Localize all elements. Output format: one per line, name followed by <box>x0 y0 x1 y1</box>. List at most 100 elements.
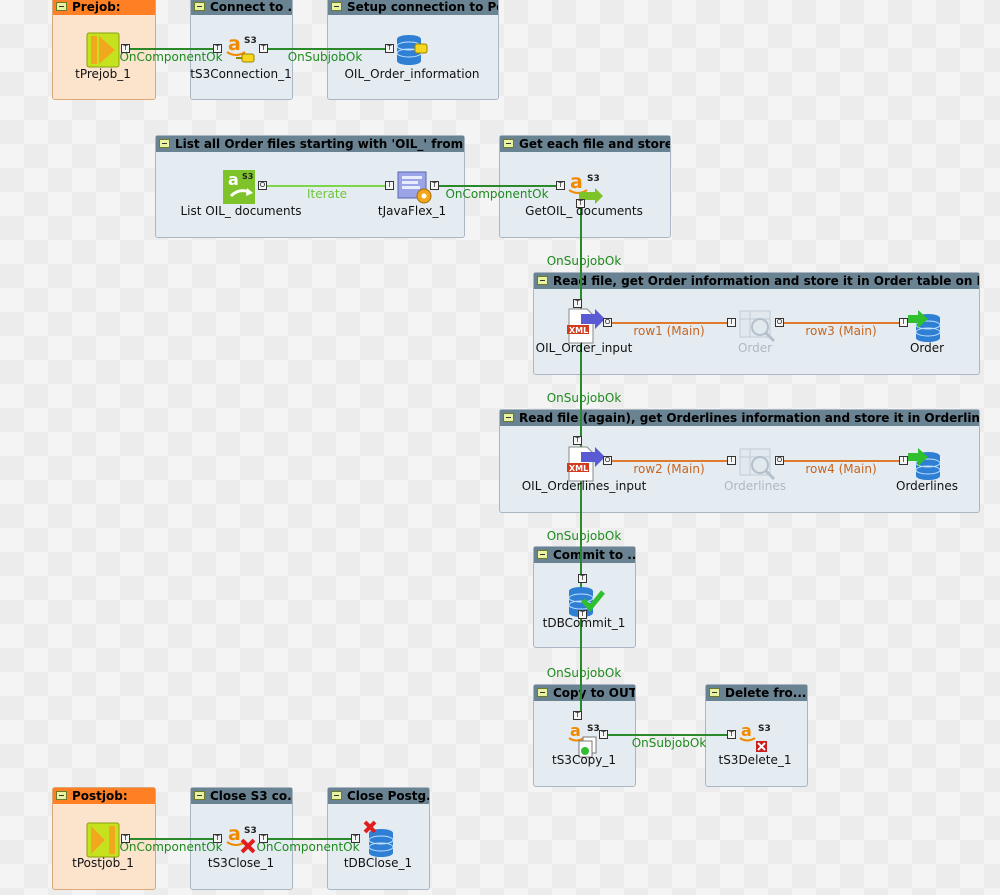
trigger-port[interactable]: T <box>573 299 582 308</box>
orderlines-map-component[interactable] <box>736 443 780 487</box>
s3-connection-icon: a S3 <box>226 33 257 63</box>
link-label-row2[interactable]: row2 (Main) <box>633 462 705 476</box>
collapse-icon[interactable] <box>537 276 548 285</box>
trigger-port[interactable]: T <box>727 730 736 739</box>
list-oil-documents-component[interactable]: a S3 <box>219 166 263 210</box>
postjob-label: tPostjob_1 <box>72 856 134 870</box>
subjob-connect-s3-header[interactable]: Connect to ... <box>191 0 292 15</box>
s3-copy-component[interactable]: a S3 <box>565 717 609 761</box>
main-input-port[interactable]: I <box>727 318 736 327</box>
trigger-port[interactable]: T <box>430 181 439 190</box>
trigger-port[interactable]: T <box>259 834 268 843</box>
link-label-copy-subjobok[interactable]: OnSubjobOk <box>631 736 707 750</box>
iterate-output-port[interactable]: O <box>258 181 267 190</box>
collapse-icon[interactable] <box>56 791 67 800</box>
svg-text:S3: S3 <box>244 36 257 46</box>
order-map-label: Order <box>737 341 773 355</box>
main-input-port[interactable]: I <box>899 318 908 327</box>
subjob-close-pg-header[interactable]: Close Postg... <box>328 788 429 804</box>
link-label-prejob-componentok[interactable]: OnComponentOk <box>119 50 223 64</box>
subjob-read-orderlines-header[interactable]: Read file (again), get Orderlines inform… <box>500 410 979 426</box>
oil-orderlines-input-label: OIL_Orderlines_input <box>521 479 647 493</box>
trigger-port[interactable]: T <box>351 834 360 843</box>
collapse-icon[interactable] <box>194 2 205 11</box>
s3-close-component[interactable]: a S3 <box>222 818 266 862</box>
trigger-port[interactable]: T <box>121 44 130 53</box>
trigger-port[interactable]: T <box>213 834 222 843</box>
link-label-pre-subjobok[interactable]: OnSubjobOk <box>287 50 363 64</box>
java-flex-component[interactable] <box>394 166 438 210</box>
database-close-icon <box>363 820 394 857</box>
trigger-port[interactable]: T <box>385 44 394 53</box>
subjob-get-files-header[interactable]: Get each file and store ... <box>500 136 670 152</box>
subjob-list-files-header[interactable]: List all Order files starting with 'OIL_… <box>156 136 464 152</box>
link-label-subjobok-read-order[interactable]: OnSubjobOk <box>546 254 622 268</box>
prejob-component[interactable] <box>81 28 125 72</box>
subjob-postjob-header[interactable]: Postjob: <box>53 788 155 804</box>
link-label-flex-componentok[interactable]: OnComponentOk <box>445 187 549 201</box>
collapse-icon[interactable] <box>537 550 548 559</box>
link-label-subjobok-read-orderlines[interactable]: OnSubjobOk <box>546 391 622 405</box>
subjob-read-order-header[interactable]: Read file, get Order information and sto… <box>534 273 979 289</box>
main-input-port[interactable]: I <box>899 456 908 465</box>
subjob-connect-s3[interactable]: Connect to ... <box>190 0 293 100</box>
order-map-component[interactable] <box>736 305 780 349</box>
link-label-subjobok-commit[interactable]: OnSubjobOk <box>546 529 622 543</box>
link-label-subjobok-copy[interactable]: OnSubjobOk <box>546 666 622 680</box>
main-output-port[interactable]: O <box>603 318 612 327</box>
subjob-list-files[interactable]: List all Order files starting with 'OIL_… <box>155 135 465 238</box>
main-input-port[interactable]: I <box>727 456 736 465</box>
collapse-icon[interactable] <box>331 2 342 11</box>
collapse-icon[interactable] <box>537 688 548 697</box>
trigger-port[interactable]: T <box>578 610 587 619</box>
collapse-icon[interactable] <box>56 2 67 11</box>
subjob-close-s3-header[interactable]: Close S3 co... <box>191 788 292 804</box>
iterate-input-port[interactable]: I <box>385 181 394 190</box>
trigger-port[interactable]: T <box>578 574 587 583</box>
subjob-commit[interactable]: Commit to ... <box>533 546 636 648</box>
link-label-post-componentok-2[interactable]: OnComponentOk <box>256 840 360 854</box>
postjob-component[interactable] <box>81 818 125 862</box>
trigger-port[interactable]: T <box>121 834 130 843</box>
s3-connection-component[interactable]: a S3 <box>222 28 266 72</box>
trigger-port[interactable]: T <box>576 199 585 208</box>
orderlines-output-component[interactable] <box>906 443 950 487</box>
oil-order-information-component[interactable] <box>389 28 433 72</box>
subjob-delete-from-header[interactable]: Delete fro... <box>706 685 807 701</box>
order-output-component[interactable] <box>906 305 950 349</box>
collapse-icon[interactable] <box>159 139 170 148</box>
get-oil-documents-component[interactable]: a S3 <box>565 166 609 210</box>
trigger-port[interactable]: T <box>599 730 608 739</box>
collapse-icon[interactable] <box>503 413 514 422</box>
main-output-port[interactable]: O <box>603 456 612 465</box>
oil-order-input-component[interactable]: XML <box>563 305 607 349</box>
trigger-port[interactable]: T <box>573 711 582 720</box>
main-output-port[interactable]: O <box>775 318 784 327</box>
db-close-component[interactable] <box>359 818 403 862</box>
trigger-port[interactable]: T <box>213 44 222 53</box>
subjob-setup-pg-header[interactable]: Setup connection to Po... <box>328 0 498 15</box>
link-label-row1[interactable]: row1 (Main) <box>633 324 705 338</box>
subjob-copy-out-header[interactable]: Copy to OUT <box>534 685 635 701</box>
database-connection-icon <box>396 35 428 65</box>
trigger-port[interactable]: T <box>259 44 268 53</box>
database-output-icon <box>908 448 941 480</box>
postjob-icon <box>86 822 120 858</box>
collapse-icon[interactable] <box>194 791 205 800</box>
trigger-port[interactable]: T <box>556 181 565 190</box>
collapse-icon[interactable] <box>331 791 342 800</box>
s3-delete-component[interactable]: a S3 <box>736 717 780 761</box>
collapse-icon[interactable] <box>503 139 514 148</box>
subjob-prejob-header[interactable]: Prejob: <box>53 0 155 15</box>
collapse-icon[interactable] <box>709 688 720 697</box>
get-oil-documents-label: GetOIL_ documents <box>525 204 643 218</box>
tmap-icon <box>739 310 776 343</box>
link-label-row3[interactable]: row3 (Main) <box>805 324 877 338</box>
trigger-port[interactable]: T <box>573 436 582 445</box>
subjob-get-files[interactable]: Get each file and store ... <box>499 135 671 238</box>
link-label-iterate[interactable]: Iterate <box>306 187 348 201</box>
link-label-row4[interactable]: row4 (Main) <box>805 462 877 476</box>
main-output-port[interactable]: O <box>775 456 784 465</box>
subjob-commit-header[interactable]: Commit to ... <box>534 547 635 563</box>
link-label-post-componentok-1[interactable]: OnComponentOk <box>119 840 223 854</box>
